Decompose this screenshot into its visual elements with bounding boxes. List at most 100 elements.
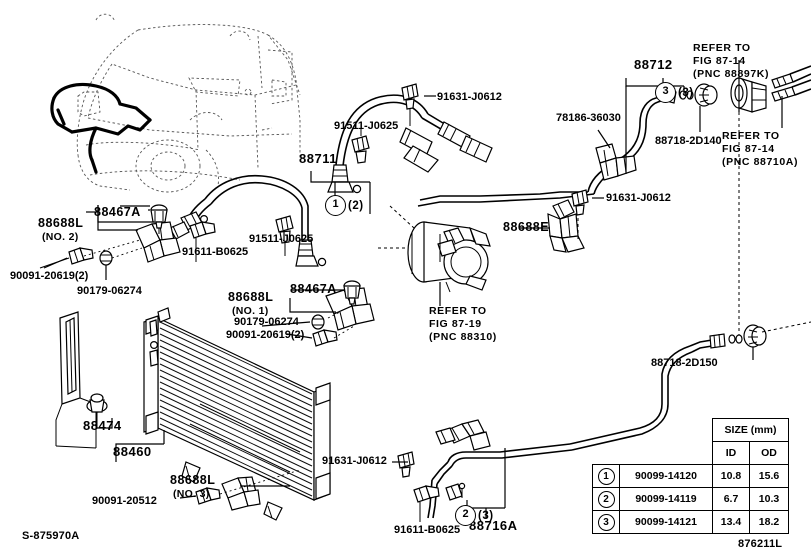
label-90091-20512: 90091-20512: [92, 495, 157, 507]
label-91611-b0625-left: 91611-B0625: [182, 246, 249, 258]
bolt-91511-j0625-upper-graphic: [351, 126, 370, 164]
bolt-90091-20619-left-graphic: [39, 247, 94, 269]
label-91631-j0612-top: 91631-J0612: [437, 91, 502, 103]
callout-mark-1-qty: (2): [348, 200, 364, 212]
refer-fig-87-19-88310: REFER TO FIG 87-19 (PNC 88310): [429, 305, 497, 343]
callout-mark-3-qty: (3): [678, 87, 694, 99]
clamp-assembly-no3-graphic: [195, 469, 301, 511]
size-table-cell-mark: 1: [592, 464, 620, 488]
size-table-spacer-mark-2: [593, 442, 620, 465]
size-table-header-row-1: SIZE (mm): [593, 418, 789, 442]
bracket-78186-36030-graphic: [595, 143, 637, 181]
label-88688l-no1: 88688L: [228, 290, 274, 304]
label-88688l-no3-sub: (NO. 3): [173, 488, 210, 500]
size-table-mark-circle: 2: [597, 490, 615, 508]
bolt-91631-j0612-bottom-graphic: [397, 451, 415, 478]
label-88688l-no2-sub: (NO. 2): [42, 231, 79, 243]
label-88467a-lower: 88467A: [290, 282, 337, 296]
size-table: SIZE (mm) ID OD 1 90099-14120 10.8 15.6 …: [592, 418, 789, 534]
bolt-91611-b0625-bottom-graphic: [413, 485, 440, 522]
clip-88467a-lower-graphic: [343, 280, 361, 305]
oring-88718-2d150-graphic: [743, 324, 767, 348]
pipe-88716a-graphic: [427, 321, 811, 519]
nut-90179-06274-lower-graphic: [311, 314, 325, 330]
label-88688e: 88688E: [503, 220, 550, 234]
refer-fig-87-14-88897k: REFER TO FIG 87-14 (PNC 88897K): [693, 42, 770, 80]
clamp-assembly-no2-graphic: [39, 204, 181, 278]
size-table-cell-id: 6.7: [712, 487, 750, 511]
label-88688l-no3: 88688L: [170, 473, 216, 487]
label-88460: 88460: [113, 444, 152, 459]
bolt-91631-j0612-top-graphic: [401, 83, 419, 126]
connector-88897k-graphic: [730, 77, 767, 113]
bolt-91511-j0625-lower-graphic: [275, 215, 294, 256]
bolt-91631-j0612-right-graphic: [571, 189, 589, 216]
size-table-cell-mark: 2: [592, 487, 620, 511]
label-88474: 88474: [83, 418, 122, 433]
label-91511-j0625-lower: 91511-J0625: [249, 233, 314, 245]
nut-90179-06274-upper-graphic: [99, 250, 113, 278]
bracket-88474-graphic: [55, 311, 108, 449]
size-table-spacer-part-2: [620, 442, 713, 465]
refer-fig-87-14-88710a: REFER TO FIG 87-14 (PNC 88710A): [722, 130, 799, 168]
label-88718-2d140: 88718-2D140: [655, 135, 722, 147]
size-table-cell-part: 90099-14120: [619, 464, 713, 488]
bolt-91611-b0625-left-graphic: [189, 221, 216, 262]
condenser-88460-graphic: [143, 307, 331, 521]
size-table-header-od: OD: [749, 441, 789, 465]
hose-88711-graphic: [169, 174, 327, 267]
label-90179-06274-upper: 90179-06274: [77, 285, 142, 297]
label-91631-j0612-bottom: 91631-J0612: [322, 455, 387, 467]
label-90091-20619-left: 90091-20619(2): [10, 270, 89, 282]
size-table-cell-od: 10.3: [749, 487, 789, 511]
leader-lines: [43, 60, 783, 518]
size-table-header-size: SIZE (mm): [712, 418, 789, 442]
size-table-header-id: ID: [712, 441, 750, 465]
bracket-88688e-graphic: [547, 199, 585, 253]
label-88688l-no1-sub: (NO. 1): [232, 305, 269, 317]
label-88711: 88711: [299, 151, 337, 166]
size-table-cell-id: 13.4: [712, 510, 750, 534]
vehicle-outline-graphic: [50, 13, 301, 193]
label-88712: 88712: [634, 57, 673, 72]
label-90179-06274-lower: 90179-06274: [234, 316, 299, 328]
label-88718-2d150: 88718-2D150: [651, 357, 718, 369]
callout-mark-2-qty: (3): [478, 510, 494, 522]
size-table-cell-id: 10.8: [712, 464, 750, 488]
size-table-cell-od: 18.2: [749, 510, 789, 534]
size-table-row: 1 90099-14120 10.8 15.6: [592, 464, 789, 488]
label-88716a: 88716A: [469, 518, 518, 533]
connector-88710a-graphic: [771, 65, 811, 102]
compressor-88310-graphic: [378, 205, 491, 293]
label-88688l-no2: 88688L: [38, 216, 84, 230]
label-88467a-upper: 88467A: [94, 205, 141, 219]
size-table-spacer-part: [620, 419, 713, 442]
size-table-cell-od: 15.6: [749, 464, 789, 488]
corner-code-left: S-875970A: [22, 530, 80, 542]
size-table-header-row-2: ID OD: [593, 441, 789, 465]
oring-88718-2d140-graphic: [694, 83, 718, 107]
label-90091-20619-mid: 90091-20619(2): [226, 329, 305, 341]
size-table-mark-circle: 1: [597, 467, 615, 485]
size-table-cell-mark: 3: [592, 510, 620, 534]
label-91611-b0625-bottom: 91611-B0625: [394, 524, 461, 536]
callout-mark-3: 3: [655, 82, 676, 103]
clamp-assembly-no1-graphic: [311, 280, 375, 347]
size-table-row: 2 90099-14119 6.7 10.3: [592, 487, 789, 511]
size-table-cell-part: 90099-14119: [619, 487, 713, 511]
callout-mark-1: 1: [325, 195, 346, 216]
size-table-row: 3 90099-14121 13.4 18.2: [592, 510, 789, 534]
corner-code-right: 876211L: [738, 538, 783, 550]
size-table-mark-circle: 3: [597, 513, 615, 531]
callout-mark-2: 2: [455, 505, 476, 526]
size-table-spacer-mark: [593, 419, 620, 442]
label-91631-j0612-right: 91631-J0612: [606, 192, 671, 204]
bolt-90091-20512-graphic: [195, 487, 221, 505]
label-78186-36030: 78186-36030: [556, 112, 621, 124]
hose-88712-graphic: [327, 94, 493, 194]
label-91511-j0625-upper: 91511-J0625: [334, 120, 399, 132]
size-table-cell-part: 90099-14121: [619, 510, 713, 534]
clip-88467a-upper-graphic: [150, 204, 168, 234]
